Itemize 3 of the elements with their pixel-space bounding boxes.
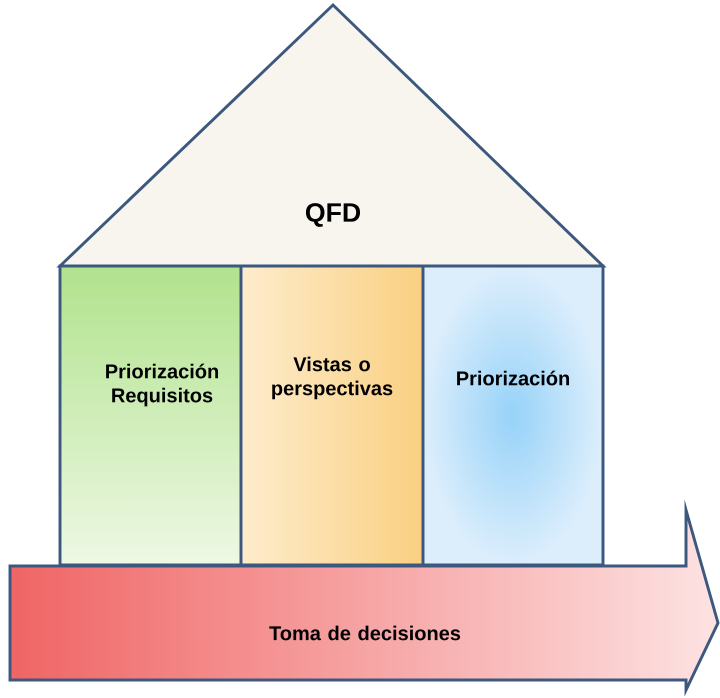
pillar-box: Vistas o perspectivas [240, 264, 424, 566]
pillar-box: Priorización [422, 264, 604, 566]
pillar-box: Priorización Requisitos [58, 264, 242, 566]
